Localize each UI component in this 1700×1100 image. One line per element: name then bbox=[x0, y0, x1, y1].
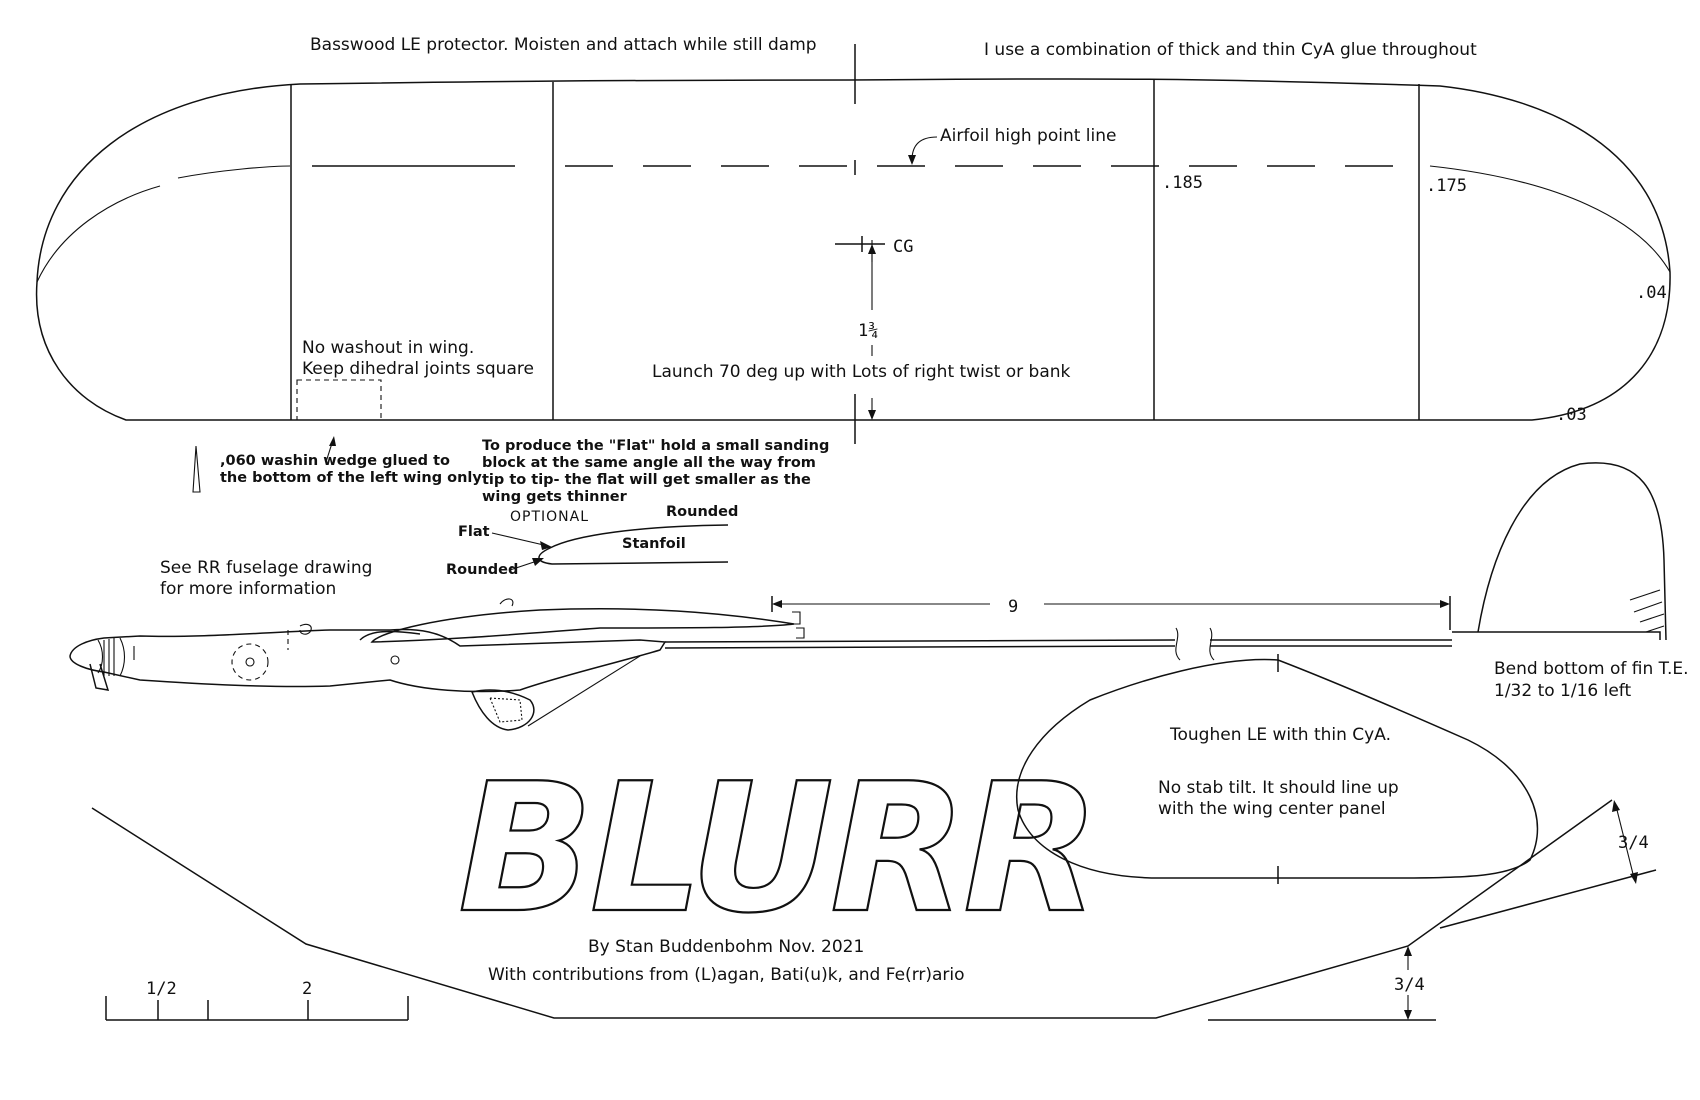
flat-instructions: tip to tip- the flat will get smaller as… bbox=[482, 472, 811, 488]
fin-note: 1/32 to 1/16 left bbox=[1494, 681, 1631, 701]
contributors-credit: With contributions from (L)agan, Bati(u)… bbox=[488, 965, 965, 985]
thickness-label: .175 bbox=[1426, 176, 1467, 196]
cg-label: CG bbox=[893, 237, 913, 257]
fuselage-reference-note: for more information bbox=[160, 579, 336, 599]
airfoil-section: OPTIONAL Flat Rounded Rounded Stanfoil bbox=[446, 504, 738, 578]
scale-bar: 1/2 2 bbox=[105, 979, 409, 1021]
dihedral-joint-note: Keep dihedral joints square bbox=[302, 359, 534, 379]
launch-note: Launch 70 deg up with Lots of right twis… bbox=[652, 362, 1071, 382]
flat-instructions: To produce the "Flat" hold a small sandi… bbox=[482, 438, 829, 454]
airfoil-shape bbox=[538, 524, 729, 565]
washin-wedge-box bbox=[296, 379, 382, 421]
flat-instructions: wing gets thinner bbox=[482, 489, 628, 505]
right-tip-curve bbox=[1429, 165, 1671, 273]
fin-note: Bend bottom of fin T.E. bbox=[1494, 659, 1689, 679]
notes-group: ,060 washin wedge glued to the bottom of… bbox=[160, 436, 829, 599]
rounded-top-label: Rounded bbox=[666, 504, 738, 520]
stab-note: No stab tilt. It should line up bbox=[1158, 778, 1399, 798]
wing-outline bbox=[35, 78, 1671, 421]
stabilizer: Toughen LE with thin CyA. No stab tilt. … bbox=[1016, 654, 1539, 884]
washin-wedge-note: ,060 washin wedge glued to bbox=[220, 453, 450, 469]
scale-label: 2 bbox=[302, 979, 312, 999]
stab-outline bbox=[1016, 658, 1539, 879]
author-credit: By Stan Buddenbohm Nov. 2021 bbox=[588, 937, 864, 957]
le-protector-note: Basswood LE protector. Moisten and attac… bbox=[310, 35, 817, 55]
wing-planform: Basswood LE protector. Moisten and attac… bbox=[35, 35, 1671, 444]
pod-hole bbox=[390, 655, 400, 665]
ballast-circle bbox=[231, 643, 269, 681]
fin: Bend bottom of fin T.E. 1/32 to 1/16 lef… bbox=[1477, 462, 1689, 701]
tail-moment-dimension: 9 bbox=[1008, 597, 1018, 617]
thickness-label: .04 bbox=[1636, 283, 1667, 303]
thickness-label: .03 bbox=[1556, 405, 1587, 425]
washout-note: No washout in wing. bbox=[302, 338, 474, 358]
fuselage-reference-note: See RR fuselage drawing bbox=[160, 558, 372, 578]
scale-label: 1/2 bbox=[146, 979, 177, 999]
left-tip-curve bbox=[36, 185, 161, 283]
airfoil-high-point-label: Airfoil high point line bbox=[940, 126, 1116, 146]
flat-instructions: block at the same angle all the way from bbox=[482, 455, 816, 471]
section-name: Stanfoil bbox=[622, 536, 686, 552]
thickness-label: .185 bbox=[1162, 173, 1203, 193]
cg-distance: 1¾ bbox=[858, 321, 878, 341]
flat-label: Flat bbox=[458, 524, 490, 540]
rounded-bottom-label: Rounded bbox=[446, 562, 518, 578]
tip-dihedral-dimension: 3/4 bbox=[1618, 833, 1649, 853]
stab-note: Toughen LE with thin CyA. bbox=[1169, 725, 1391, 745]
glue-note: I use a combination of thick and thin Cy… bbox=[984, 40, 1477, 60]
fuselage-pod bbox=[69, 628, 667, 693]
plan-title: BLURR bbox=[458, 745, 1096, 952]
stab-note: with the wing center panel bbox=[1158, 799, 1386, 819]
fuselage-side-view: 9 bbox=[69, 596, 1661, 731]
optional-label: OPTIONAL bbox=[510, 509, 589, 525]
dihedral-template-line bbox=[91, 799, 1613, 1019]
wedge-icon bbox=[192, 445, 201, 493]
center-dihedral-dimension: 3/4 bbox=[1394, 975, 1425, 995]
washin-wedge-note: the bottom of the left wing only bbox=[220, 470, 482, 486]
fin-outline bbox=[1477, 462, 1667, 641]
dihedral-layout: 3/4 3/4 bbox=[91, 799, 1657, 1021]
tail-boom bbox=[664, 639, 1176, 643]
launch-peg bbox=[470, 689, 535, 731]
wing-profile bbox=[370, 608, 795, 643]
nose-skid bbox=[89, 663, 110, 691]
